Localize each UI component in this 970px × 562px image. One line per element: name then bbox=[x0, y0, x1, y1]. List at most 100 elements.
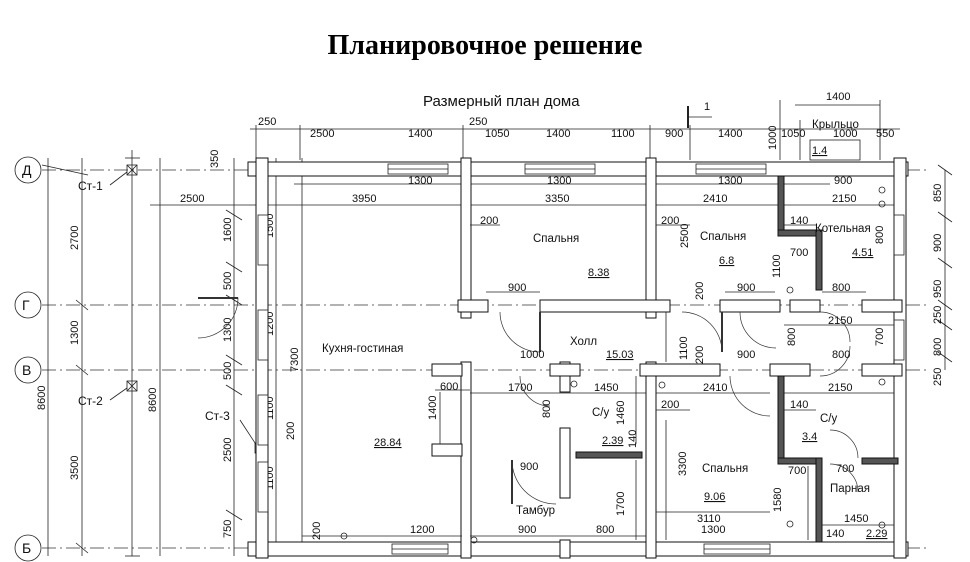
svg-text:800: 800 bbox=[786, 328, 798, 346]
svg-text:200: 200 bbox=[285, 422, 297, 440]
area-spalnya-2: 6.8 bbox=[719, 255, 734, 267]
walls bbox=[247, 157, 909, 559]
svg-text:900: 900 bbox=[508, 282, 526, 294]
inner-dimensions bbox=[302, 224, 894, 540]
area-kuhnya: 28.84 bbox=[374, 437, 402, 449]
svg-text:Д: Д bbox=[22, 162, 32, 178]
room-su-1: С/у bbox=[592, 407, 610, 419]
windows bbox=[257, 163, 905, 555]
svg-text:1400: 1400 bbox=[826, 91, 850, 103]
svg-text:1000: 1000 bbox=[833, 128, 857, 140]
svg-text:140: 140 bbox=[790, 399, 808, 411]
svg-text:1100: 1100 bbox=[771, 254, 783, 278]
top-dimension-lines bbox=[150, 100, 900, 206]
svg-text:200: 200 bbox=[694, 346, 706, 364]
label-st1: Ст-1 bbox=[78, 179, 103, 193]
area-holl: 15.03 bbox=[606, 349, 634, 361]
area-su-1: 2.39 bbox=[602, 435, 623, 447]
svg-text:550: 550 bbox=[876, 128, 894, 140]
svg-text:1300: 1300 bbox=[222, 318, 234, 342]
room-kuhnya: Кухня-гостиная bbox=[322, 343, 403, 355]
svg-text:8600: 8600 bbox=[147, 388, 159, 412]
svg-text:800: 800 bbox=[832, 282, 850, 294]
svg-text:200: 200 bbox=[661, 399, 679, 411]
svg-text:1300: 1300 bbox=[718, 175, 742, 187]
svg-text:250: 250 bbox=[932, 368, 944, 386]
room-holl: Холл bbox=[570, 336, 597, 348]
svg-text:1300: 1300 bbox=[69, 321, 81, 345]
svg-text:140: 140 bbox=[790, 215, 808, 227]
svg-text:1300: 1300 bbox=[547, 175, 571, 187]
svg-text:700: 700 bbox=[836, 463, 854, 475]
svg-text:1300: 1300 bbox=[701, 524, 725, 536]
svg-text:500: 500 bbox=[222, 362, 234, 380]
svg-text:800: 800 bbox=[596, 524, 614, 536]
svg-text:3350: 3350 bbox=[545, 193, 569, 205]
svg-text:700: 700 bbox=[788, 465, 806, 477]
label-st3: Ст-3 bbox=[205, 409, 230, 423]
svg-text:1200: 1200 bbox=[410, 524, 434, 536]
area-spalnya-1: 8.38 bbox=[588, 267, 609, 279]
svg-text:250: 250 bbox=[469, 116, 487, 128]
svg-text:1300: 1300 bbox=[408, 175, 432, 187]
svg-text:1000: 1000 bbox=[520, 349, 544, 361]
svg-text:600: 600 bbox=[440, 381, 458, 393]
column-markers bbox=[109, 164, 266, 454]
svg-text:8600: 8600 bbox=[36, 386, 48, 410]
svg-text:1600: 1600 bbox=[222, 218, 234, 242]
svg-text:2700: 2700 bbox=[69, 226, 81, 250]
svg-text:1050: 1050 bbox=[781, 128, 805, 140]
inner-dimension-labels: 200 200 2500 900 900 800 200 1100 140 70… bbox=[311, 215, 886, 540]
svg-text:200: 200 bbox=[694, 282, 706, 300]
svg-text:3500: 3500 bbox=[69, 456, 81, 480]
svg-text:1400: 1400 bbox=[408, 128, 432, 140]
svg-text:900: 900 bbox=[737, 282, 755, 294]
area-parnaya: 2.29 bbox=[866, 528, 887, 540]
svg-text:1000: 1000 bbox=[767, 126, 779, 150]
svg-text:Крыльцо: Крыльцо bbox=[812, 119, 859, 131]
axis-marker-g: Г bbox=[14, 291, 42, 319]
svg-text:850: 850 bbox=[932, 184, 944, 202]
svg-text:750: 750 bbox=[222, 520, 234, 538]
svg-text:2500: 2500 bbox=[310, 128, 334, 140]
svg-text:900: 900 bbox=[834, 175, 852, 187]
svg-text:200: 200 bbox=[311, 522, 323, 540]
axis-marker-v: В bbox=[14, 356, 42, 384]
svg-text:2500: 2500 bbox=[679, 224, 691, 248]
svg-text:1580: 1580 bbox=[772, 488, 784, 512]
porch: Крыльцо 1.4 bbox=[799, 119, 861, 161]
doors bbox=[197, 297, 859, 505]
svg-text:350: 350 bbox=[209, 150, 221, 168]
svg-text:1400: 1400 bbox=[718, 128, 742, 140]
room-labels: Спальня 8.38 Спальня 6.8 Котельная 4.51 … bbox=[322, 223, 887, 540]
plan-subtitle: Размерный план дома bbox=[423, 93, 580, 110]
room-parnaya: Парная bbox=[830, 483, 870, 495]
svg-text:1: 1 bbox=[704, 101, 710, 113]
svg-text:7300: 7300 bbox=[289, 348, 301, 372]
fixtures bbox=[340, 186, 886, 544]
svg-text:140: 140 bbox=[627, 430, 639, 448]
svg-text:250: 250 bbox=[932, 306, 944, 324]
room-tambur: Тамбур bbox=[516, 505, 555, 517]
svg-text:2410: 2410 bbox=[703, 193, 727, 205]
svg-text:1100: 1100 bbox=[611, 128, 635, 140]
left-dimension-lines bbox=[41, 150, 303, 557]
svg-text:200: 200 bbox=[661, 215, 679, 227]
svg-text:900: 900 bbox=[932, 234, 944, 252]
svg-text:1400: 1400 bbox=[427, 396, 439, 420]
svg-text:700: 700 bbox=[790, 247, 808, 259]
right-dimensions: 850 900 950 250 800 250 bbox=[932, 164, 953, 386]
area-kotelnaya: 4.51 bbox=[852, 247, 873, 259]
svg-text:800: 800 bbox=[874, 226, 886, 244]
svg-text:1700: 1700 bbox=[508, 382, 532, 394]
svg-text:1.4: 1.4 bbox=[812, 145, 827, 157]
axis-marker-b: Б bbox=[14, 534, 42, 562]
room-su-2: С/у bbox=[820, 413, 838, 425]
hatched-walls bbox=[575, 175, 899, 543]
room-spalnya-1: Спальня bbox=[533, 233, 579, 245]
svg-text:1450: 1450 bbox=[844, 513, 868, 525]
label-st2: Ст-2 bbox=[78, 394, 103, 408]
top-dimension-labels: 250 2500 1400 250 1050 1400 1100 900 140… bbox=[180, 91, 894, 205]
svg-text:2500: 2500 bbox=[222, 438, 234, 462]
